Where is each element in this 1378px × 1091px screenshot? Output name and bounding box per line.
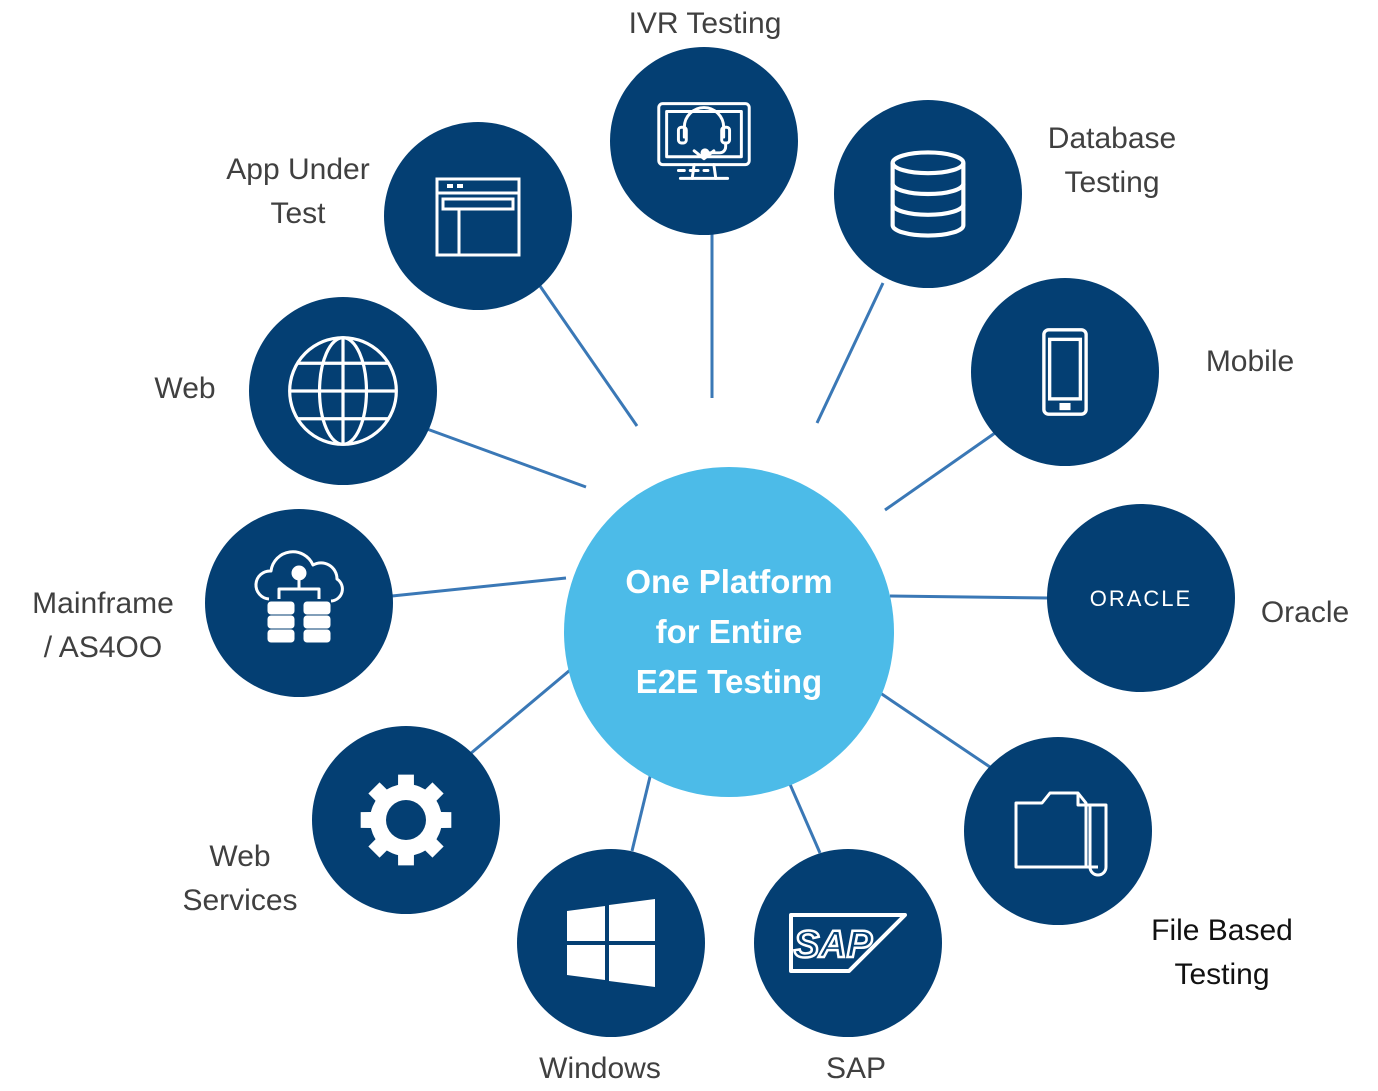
globe-icon [288, 336, 398, 446]
oracle-logo-text: ORACLE [1090, 586, 1192, 611]
label-web: Web [154, 372, 216, 405]
label-file: File Based Testing [1151, 914, 1293, 991]
central-hub: One Platform for Entire E2E Testing [564, 467, 894, 797]
label-oracle: Oracle [1260, 596, 1350, 629]
oracle-logo: ORACLE [1090, 586, 1192, 611]
connector-database [815, 282, 885, 424]
hub-title: One Platform for Entire E2E Testing [625, 563, 833, 700]
sap-logo: SAP [789, 913, 907, 973]
node-sap: SAP [754, 849, 942, 1037]
label-ivr: IVR Testing [628, 7, 782, 40]
label-windows: Windows [539, 1052, 661, 1085]
node-oracle: ORACLE [1047, 504, 1235, 692]
node-web [249, 297, 437, 485]
mobile-phone-icon [1042, 328, 1088, 416]
connector-oracle [889, 594, 1050, 600]
gear-hole [386, 800, 426, 840]
folder-icon [1014, 791, 1108, 877]
node-file [964, 737, 1152, 925]
cloud-server-icon [254, 550, 344, 643]
label-database: Database Testing [1047, 122, 1177, 199]
node-windows [517, 849, 705, 1037]
node-mainframe [205, 509, 393, 697]
node-webservices [312, 726, 500, 914]
connector-mobile [884, 431, 996, 512]
connector-mainframe [391, 576, 567, 598]
node-database [834, 100, 1022, 288]
gear-icon [360, 774, 452, 866]
connector-web [426, 427, 587, 489]
label-mainframe: Mainframe / AS4OO [32, 587, 174, 664]
node-mobile [971, 278, 1159, 466]
label-sap: SAP [825, 1052, 887, 1085]
connector-app [538, 285, 639, 427]
sap-logo-text: SAP [794, 924, 873, 966]
windows-logo [567, 899, 655, 987]
node-ivr [610, 47, 798, 235]
node-app [384, 122, 572, 310]
browser-window-icon [435, 177, 521, 257]
label-mobile: Mobile [1205, 345, 1295, 378]
support-headset-monitor-icon [657, 102, 751, 180]
label-webservices: Web Services [182, 840, 298, 917]
label-app: App Under Test [226, 153, 370, 230]
database-icon [890, 150, 966, 238]
